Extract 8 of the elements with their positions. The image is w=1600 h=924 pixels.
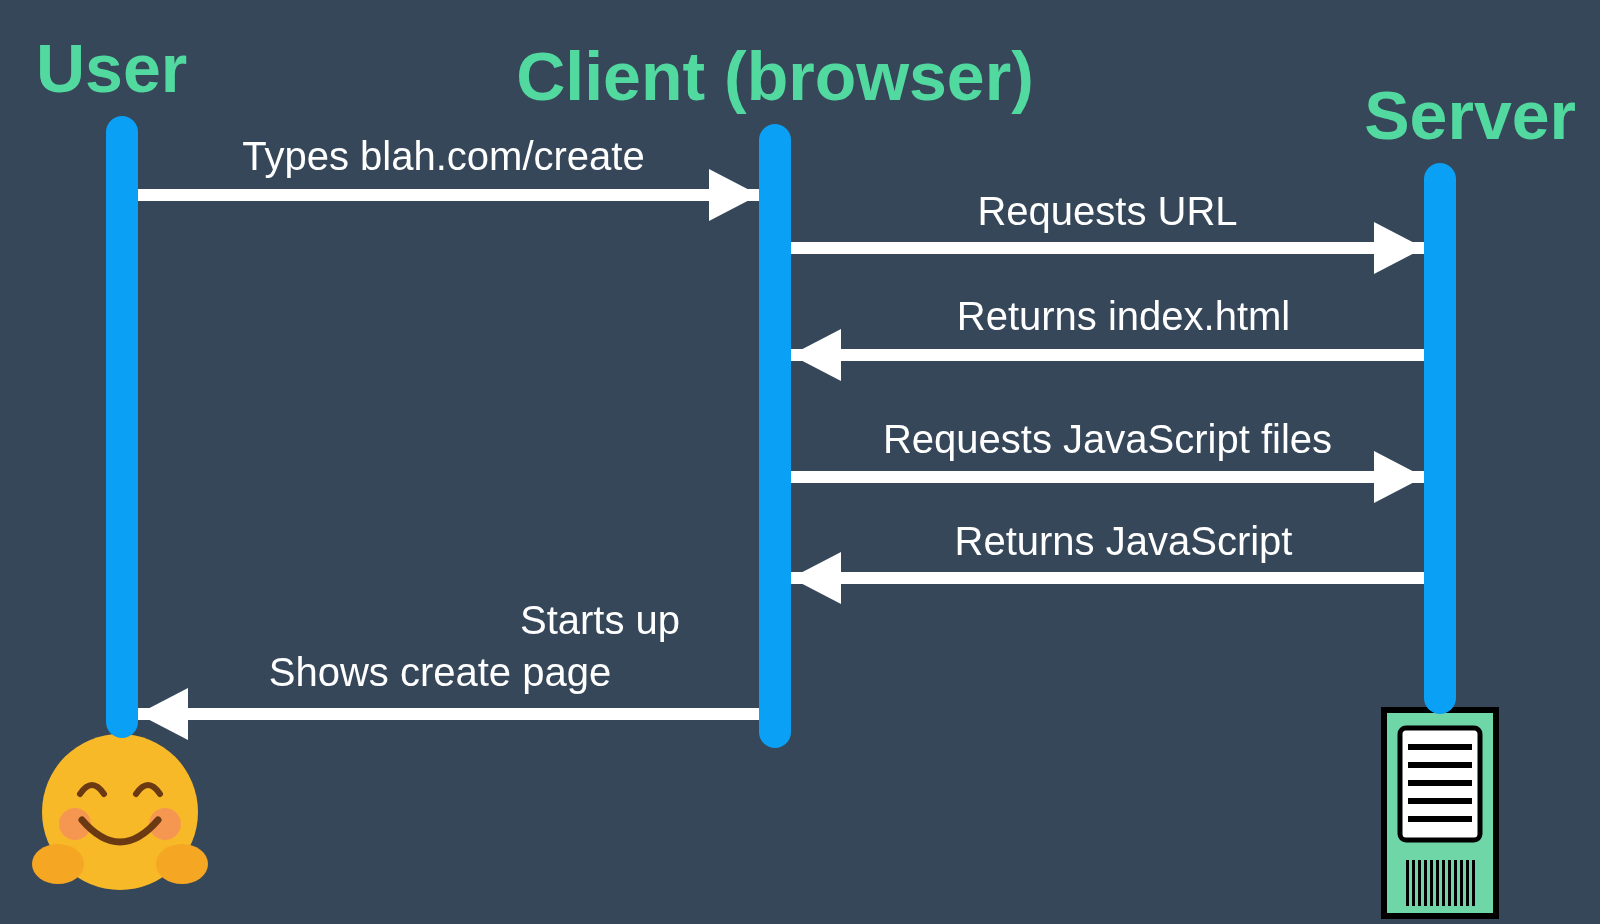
arrow — [791, 222, 1424, 274]
lifeline-heading: Server — [1364, 81, 1576, 149]
arrow — [138, 169, 759, 221]
arrow — [791, 451, 1424, 503]
arrow — [791, 329, 1424, 381]
lifeline-heading: User — [36, 34, 188, 102]
arrow — [791, 552, 1424, 604]
arrow — [138, 688, 759, 740]
